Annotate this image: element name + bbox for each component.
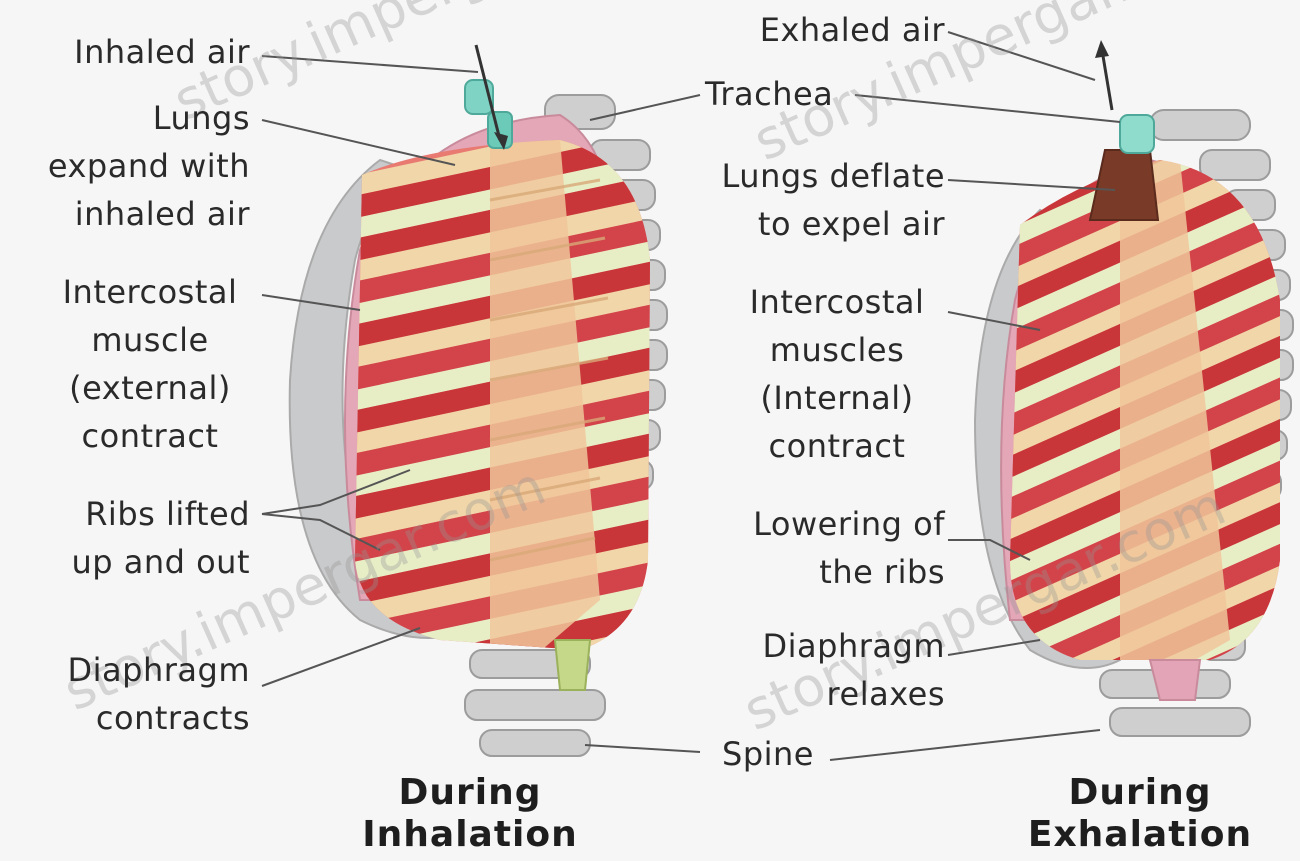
label-intercostal-internal-line3: (Internal) <box>712 374 962 422</box>
inhalation-ribcage <box>252 45 776 756</box>
label-intercostal-external: Intercostal muscle (external) contract <box>30 268 270 460</box>
inhalation-diaphragm <box>555 640 590 690</box>
label-lowering-ribs-line1: Lowering of <box>753 500 945 548</box>
label-spine: Spine <box>722 730 814 778</box>
caption-exhalation-line2: Exhalation <box>1020 814 1260 856</box>
label-diaphragm-contracts-line2: contracts <box>68 694 250 742</box>
label-exhaled-air: Exhaled air <box>760 6 945 54</box>
label-lungs-expand-line3: inhaled air <box>48 190 250 238</box>
caption-exhalation-line1: During <box>1020 772 1260 814</box>
label-ribs-lifted-line2: up and out <box>71 538 250 586</box>
caption-inhalation-line1: During <box>360 772 580 814</box>
label-intercostal-external-line2: muscle <box>30 316 270 364</box>
exhalation-lung-tip <box>1090 150 1158 220</box>
label-intercostal-internal-line1: Intercostal <box>712 278 962 326</box>
caption-inhalation-line2: Inhalation <box>360 814 580 856</box>
label-ribs-lifted: Ribs lifted up and out <box>71 490 250 586</box>
label-trachea: Trachea <box>705 70 833 118</box>
label-diaphragm-relaxes: Diaphragm relaxes <box>763 622 945 718</box>
label-intercostal-external-line3: (external) <box>30 364 270 412</box>
exhalation-diaphragm <box>1150 660 1200 700</box>
label-intercostal-internal-line2: muscles <box>712 326 962 374</box>
label-lungs-deflate-line2: to expel air <box>722 200 945 248</box>
caption-inhalation: During Inhalation <box>360 772 580 856</box>
label-ribs-lifted-line1: Ribs lifted <box>71 490 250 538</box>
caption-exhalation: During Exhalation <box>1020 772 1260 856</box>
label-lungs-deflate: Lungs deflate to expel air <box>722 152 945 248</box>
exhaled-air-arrow <box>1102 50 1112 110</box>
label-inhaled-air: Inhaled air <box>74 28 250 76</box>
label-diaphragm-relaxes-line1: Diaphragm <box>763 622 945 670</box>
label-lungs-deflate-line1: Lungs deflate <box>722 152 945 200</box>
label-intercostal-internal: Intercostal muscles (Internal) contract <box>712 278 962 470</box>
label-intercostal-internal-line4: contract <box>712 422 962 470</box>
label-lungs-expand-line2: expand with <box>48 142 250 190</box>
label-diaphragm-contracts: Diaphragm contracts <box>68 646 250 742</box>
label-diaphragm-relaxes-line2: relaxes <box>763 670 945 718</box>
label-lowering-ribs: Lowering of the ribs <box>753 500 945 596</box>
label-lungs-expand-line1: Lungs <box>48 94 250 142</box>
label-diaphragm-contracts-line1: Diaphragm <box>68 646 250 694</box>
label-lungs-expand: Lungs expand with inhaled air <box>48 94 250 238</box>
exhalation-trachea <box>1120 115 1154 153</box>
label-lowering-ribs-line2: the ribs <box>753 548 945 596</box>
label-intercostal-external-line1: Intercostal <box>30 268 270 316</box>
label-intercostal-external-line4: contract <box>30 412 270 460</box>
